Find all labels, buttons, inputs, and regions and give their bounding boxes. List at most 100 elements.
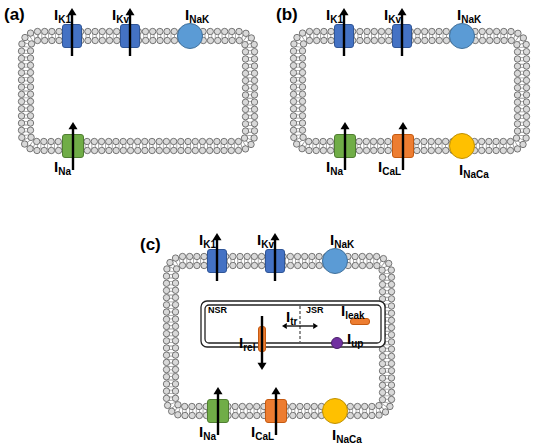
lipid-head [251,113,257,119]
lipid-head [242,92,248,98]
lipid-head [18,98,24,104]
lipid-head [84,147,90,153]
lipid-head [290,106,296,112]
lipid-head [435,138,441,144]
lipid-head [135,147,141,153]
lipid-head [380,255,386,261]
lipid-head [388,274,394,280]
lipid-head [435,147,441,153]
current-arrow [129,15,131,56]
lipid-head [421,147,427,153]
lipid-head [487,37,493,43]
lipid-head [185,138,191,144]
lipid-head [149,138,155,144]
lipid-head [314,28,320,34]
current-label: Iup [347,331,363,349]
lipid-head [163,366,169,372]
lipid-head [221,147,227,153]
lipid-head [49,37,55,43]
lipid-head [379,382,385,388]
lipid-head [514,92,520,98]
current-label: Irel [239,335,255,353]
lipid-head [515,30,521,36]
exchanger-circle: INaCa [449,133,475,159]
lipid-head [34,37,40,43]
lipid-head [313,138,319,144]
lipid-head [347,412,353,418]
lipid-head [493,28,499,34]
lipid-head [27,69,33,75]
lipid-head [164,266,170,272]
lipid-head [514,77,520,83]
lipid-head [182,412,188,418]
lipid-head [242,121,248,127]
lipid-head [163,359,169,365]
lipid-head [388,317,394,323]
exchanger-circle: INaCa [322,398,348,424]
lipid-head [27,120,33,126]
lipid-head [299,84,305,90]
lipid-head [18,91,24,97]
lipid-head [299,127,305,133]
arrow-head [213,233,222,240]
lipid-head [259,262,265,268]
lipid-head [49,28,55,34]
lipid-head [388,281,394,287]
lipid-head [362,403,368,409]
lipid-head [290,98,296,104]
lipid-head [388,382,394,388]
lipid-head [18,113,24,119]
lipid-head [167,259,173,265]
lipid-head [479,37,485,43]
arrow-head [68,8,77,15]
lipid-head [379,353,385,359]
lipid-head [514,56,520,62]
lipid-head [367,262,373,268]
lipid-head [371,37,377,43]
lipid-head [163,323,169,329]
lipid-head [376,402,382,408]
lipid-head [163,294,169,300]
lipid-head [18,62,24,68]
lipid-head [514,146,520,152]
current-label: INa [326,159,343,177]
head-guide [176,266,383,407]
lipid-head [172,374,178,380]
lipid-head [248,35,254,41]
arrow-head [398,8,407,15]
lipid-head [192,147,198,153]
lipid-head [18,106,24,112]
lipid-head [251,84,257,90]
lipid-head [299,48,305,54]
lipid-head [27,77,33,83]
lipid-head [378,28,384,34]
lipid-head [309,253,315,259]
lipid-head [379,361,385,367]
current-label: Ileak [341,303,365,321]
lipid-head [379,267,385,273]
lipid-head [215,37,221,43]
lipid-head [479,28,485,34]
lipid-head [523,135,529,141]
lipid-head [388,288,394,294]
lipid-head [388,396,394,402]
lipid-head [163,280,169,286]
lipid-head [185,147,191,153]
lipid-head [520,35,526,41]
lipid-head [244,262,250,268]
lipid-head [291,41,297,47]
lipid-head [290,62,296,68]
arrow-head [214,387,223,394]
lipid-head [120,138,126,144]
lipid-head [254,403,260,409]
lipid-head [163,138,169,144]
lipid-head [27,145,33,151]
inward-channel: ICaL [265,399,287,423]
lipid-head [242,85,248,91]
lipid-head [290,403,296,409]
lipid-head [385,28,391,34]
lipid-head [196,412,202,418]
lipid-head [92,28,98,34]
lipid-head [242,49,248,55]
lipid-head [142,138,148,144]
